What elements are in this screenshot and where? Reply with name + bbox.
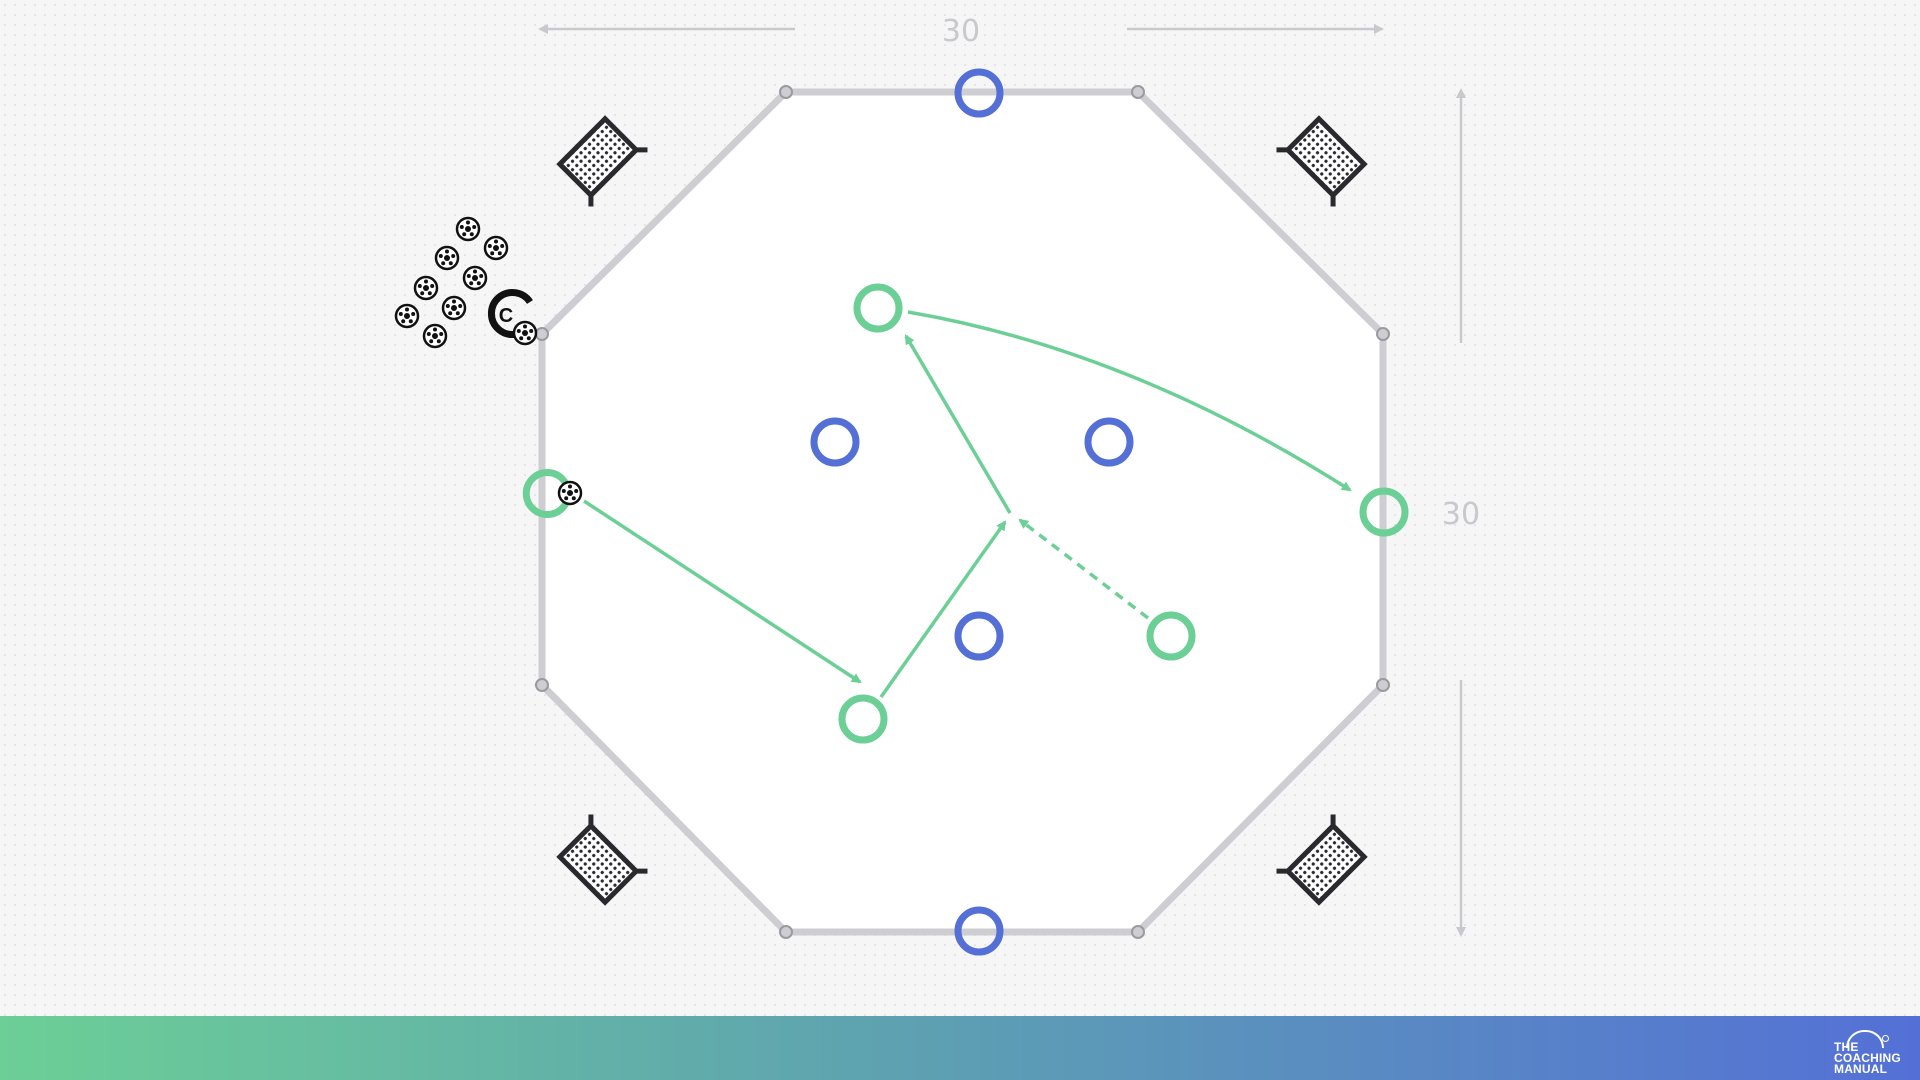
- footer-gradient-bar: [0, 1016, 1920, 1080]
- goal-icon: [554, 113, 647, 206]
- drill-diagram: 30 30: [394, 14, 1480, 956]
- green-team: [838, 283, 1409, 744]
- goal-icon: [1277, 815, 1370, 908]
- green-player: [1146, 611, 1196, 661]
- blue-player: [954, 611, 1004, 661]
- dimension-top-label: 30: [942, 14, 980, 49]
- logo-ball-icon: [1882, 1035, 1889, 1042]
- blue-player: [954, 68, 1004, 118]
- soccer-ball-icon: [483, 235, 509, 261]
- soccer-ball-icon: [557, 480, 583, 506]
- soccer-ball-icon: [512, 320, 538, 346]
- ball-pile: [394, 216, 509, 349]
- soccer-ball-icon: [394, 303, 420, 329]
- goal-icon: [1277, 113, 1370, 206]
- goal-icon: [554, 815, 647, 908]
- arrow-icon: [904, 334, 1012, 514]
- soccer-ball-icon: [422, 323, 448, 349]
- dimension-right-label: 30: [1442, 497, 1480, 532]
- brand-line3: MANUAL: [1834, 1062, 1888, 1076]
- soccer-ball-icon: [413, 275, 439, 301]
- green-player: [853, 283, 903, 333]
- green-player: [1359, 487, 1409, 537]
- brand-logo: THE COACHING MANUAL: [1832, 1030, 1908, 1076]
- blue-player: [954, 906, 1004, 956]
- soccer-ball-icon: [462, 265, 488, 291]
- soccer-ball-icon: [455, 216, 481, 242]
- arrow-icon: [907, 310, 1352, 492]
- cone-icon: [535, 85, 1390, 939]
- green-player: [838, 694, 888, 744]
- blue-player: [810, 417, 860, 467]
- coach-label: C: [499, 305, 513, 327]
- brand-line2: COACHING: [1834, 1051, 1901, 1065]
- dimension-top: 30: [538, 14, 1384, 49]
- green-player: [522, 469, 570, 518]
- pitch-area: [542, 92, 1383, 932]
- soccer-ball-icon: [434, 245, 460, 271]
- arrow-icon: [879, 520, 1007, 699]
- blue-player: [1084, 417, 1134, 467]
- arrow-icon: [1018, 518, 1150, 620]
- dimension-right: 30: [1442, 88, 1480, 937]
- brand-line1: THE: [1834, 1040, 1859, 1054]
- soccer-ball-icon: [441, 295, 467, 321]
- arrow-icon: [583, 499, 862, 684]
- pass-arrows: [583, 310, 1352, 699]
- blue-team: [810, 68, 1134, 956]
